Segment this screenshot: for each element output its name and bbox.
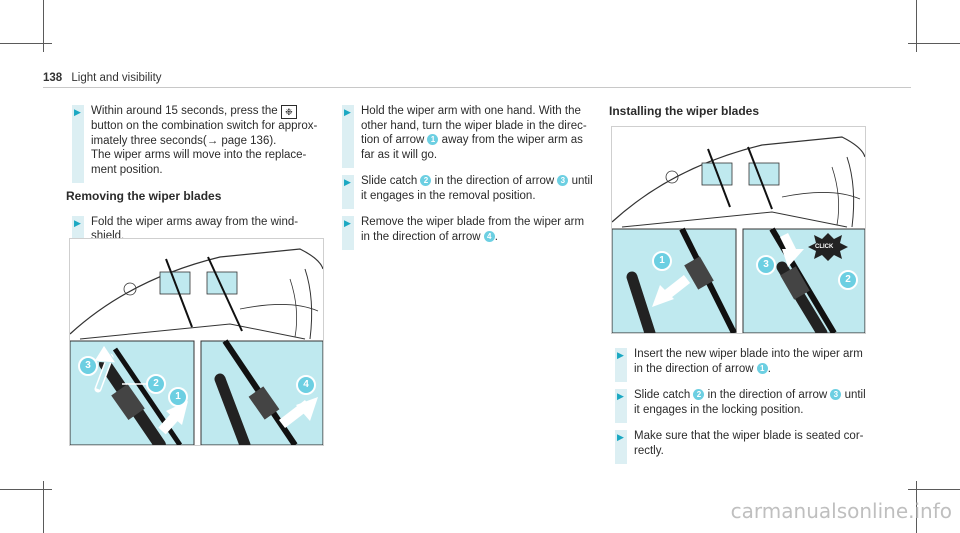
- step-bar: [615, 389, 627, 423]
- step-press-button: ▶ Within around 15 seconds, press the ❉ …: [66, 104, 322, 183]
- step-text: Within around 15 seconds, press the: [91, 105, 281, 117]
- crop-mark: [916, 481, 917, 533]
- step-fold-arms: ▶ Fold the wiper arms away from the wind…: [66, 215, 322, 250]
- middle-column: ▶ Hold the wiper arm with one hand. With…: [336, 104, 596, 253]
- step-arrow-icon: ▶: [617, 350, 624, 360]
- step-text: away from the wiper arm as far as it wil…: [361, 134, 583, 161]
- step-text: button on the combination switch for app…: [91, 120, 318, 147]
- crop-mark: [43, 0, 44, 52]
- step-bar: [72, 105, 84, 183]
- wiper-service-button-icon: ❉: [280, 105, 297, 119]
- callout-2: 2: [146, 374, 166, 394]
- step-slide-catch: ▶ Slide catch 2 in the direction of arro…: [336, 174, 596, 209]
- step-check-seated: ▶ Make sure that the wiper blade is seat…: [609, 429, 869, 464]
- step-arrow-icon: ▶: [74, 107, 81, 117]
- step-text: in the direction of arrow: [431, 175, 558, 187]
- header-divider: [43, 87, 911, 88]
- step-text: Remove the wiper blade from the wiper ar…: [361, 216, 585, 243]
- callout-4: 4: [483, 230, 495, 242]
- right-column-steps: ▶ Insert the new wiper blade into the wi…: [609, 347, 869, 467]
- step-insert-blade: ▶ Insert the new wiper blade into the wi…: [609, 347, 869, 382]
- page-header: 138 Light and visibility: [43, 72, 162, 84]
- step-text: Make sure that the wiper blade is seated…: [634, 430, 864, 457]
- step-arrow-icon: ▶: [74, 217, 81, 228]
- crop-mark: [43, 481, 44, 533]
- step-text: Slide catch: [361, 175, 421, 187]
- crop-mark: [908, 43, 960, 44]
- callout-1: 1: [427, 134, 439, 145]
- step-note: The wiper arms will move into the replac…: [91, 149, 307, 176]
- installing-heading: Installing the wiper blades: [609, 104, 760, 118]
- step-arrow-icon: ▶: [617, 432, 624, 442]
- callout-3: 3: [830, 389, 842, 400]
- crop-mark: [908, 489, 960, 490]
- callout-2: 2: [693, 389, 705, 400]
- watermark: carmanualsonline.info: [730, 499, 952, 523]
- crop-mark: [0, 489, 52, 490]
- section-title: Light and visibility: [71, 72, 162, 84]
- step-slide-catch-lock: ▶ Slide catch 2 in the direction of arro…: [609, 388, 869, 423]
- callout-1: 1: [756, 362, 768, 374]
- figure-installing-wiper-blades: CLICK 1 3 2: [611, 126, 866, 334]
- step-arrow-icon: ▶: [344, 218, 351, 228]
- step-bar: [342, 216, 354, 250]
- page-number: 138: [43, 72, 63, 84]
- step-arrow-icon: ▶: [344, 177, 351, 187]
- step-text: .: [494, 230, 498, 243]
- click-text: CLICK: [815, 244, 834, 250]
- callout-4: 4: [296, 375, 316, 395]
- step-bar: [615, 430, 627, 464]
- callout-1: 1: [652, 251, 672, 271]
- callout-1: 1: [168, 387, 188, 407]
- callout-2: 2: [420, 175, 432, 186]
- step-text: Insert the new wiper blade into the wipe…: [634, 348, 863, 375]
- step-text: until it engages in the removal position…: [361, 175, 593, 202]
- right-column: Installing the wiper blades: [609, 104, 869, 130]
- removing-heading: Removing the wiper blades: [66, 189, 222, 203]
- step-text: until it engages in the locking position…: [634, 389, 866, 416]
- step-arrow-icon: ▶: [617, 391, 624, 401]
- step-text: .: [767, 362, 771, 375]
- step-text: in the direction of arrow: [704, 389, 831, 401]
- figure-removing-wiper-blades: 3 2 1 4: [69, 238, 324, 446]
- step-bar: [342, 105, 354, 168]
- step-text: Slide catch: [634, 389, 694, 401]
- callout-2: 2: [838, 270, 858, 290]
- step-turn-blade: ▶ Hold the wiper arm with one hand. With…: [336, 104, 596, 168]
- callout-3: 3: [78, 356, 98, 376]
- left-column: ▶ Within around 15 seconds, press the ❉ …: [66, 104, 322, 253]
- callout-3: 3: [557, 175, 569, 186]
- step-text: Hold the wiper arm with one hand. With t…: [361, 105, 587, 146]
- step-bar: [615, 348, 627, 382]
- crop-mark: [916, 0, 917, 52]
- step-bar: [342, 175, 354, 209]
- crop-mark: [0, 43, 52, 44]
- step-arrow-icon: ▶: [344, 107, 351, 117]
- callout-3: 3: [756, 255, 776, 275]
- step-remove-blade: ▶ Remove the wiper blade from the wiper …: [336, 215, 596, 250]
